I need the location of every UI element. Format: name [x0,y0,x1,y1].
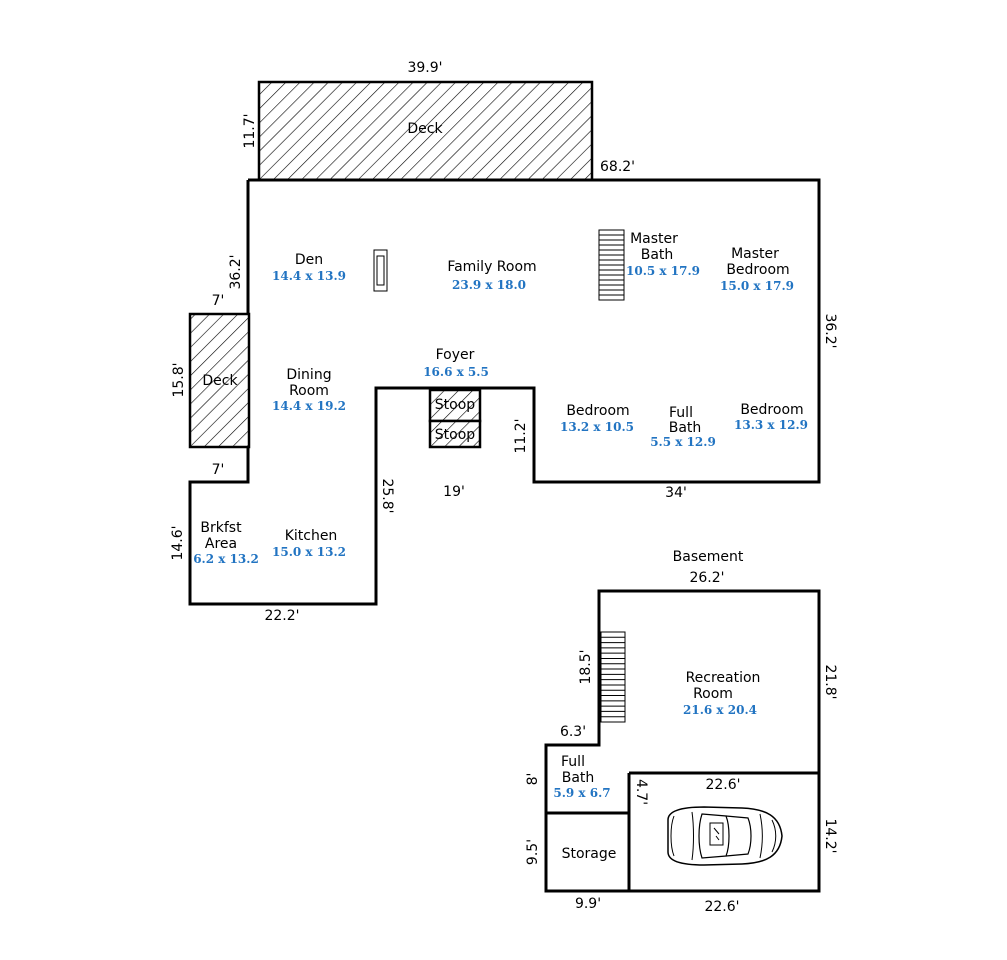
dim-deck-depth: 11.7' [242,113,258,148]
room-name-line2: Area [205,536,237,552]
room-size: 13.3 x 12.9 [734,418,808,432]
stairs-basement-icon [600,631,626,723]
basement-title: Basement [673,549,744,565]
dim-left-upper: 36.2' [228,254,244,289]
stoop-lower [428,419,482,449]
room-size: 5.9 x 6.7 [553,786,610,800]
room-name-line2: Bath [669,420,702,436]
room-size: 10.5 x 17.9 [626,264,700,278]
fireplace-inner-icon [376,255,385,286]
dim-storage-side: 9.5' [525,839,541,865]
dim-deck-width: 39.9' [407,60,442,76]
room-size: 6.2 x 13.2 [193,552,259,566]
room-name: Den [295,252,323,268]
dim-side-deck-top: 7' [212,293,225,309]
room-name: Family Room [447,259,536,275]
dim-brkfst-side: 14.6' [170,525,186,560]
dim-step: 6.3' [560,724,586,740]
dim-right-side: 36.2' [822,313,838,348]
dim-garage-top: 22.6' [705,777,740,793]
dim-bottom-left: 22.2' [264,608,299,624]
deck-side [188,312,251,449]
room-name: Bedroom [566,403,629,419]
room-size: 13.2 x 10.5 [560,420,634,434]
dim-kitchen-right: 25.8' [379,478,395,513]
room-name-line2: Room [693,686,733,702]
room-name-line2: Bedroom [726,262,789,278]
room-name-line1: Recreation [686,670,761,686]
room-size: 5.5 x 12.9 [650,435,716,449]
room-name: Deck [202,373,238,389]
room-name-line1: Full [561,754,585,770]
room-size: 15.0 x 17.9 [720,279,794,293]
room-name: Storage [562,846,617,862]
room-name-line2: Room [289,383,329,399]
dim-top-right: 68.2' [600,159,635,175]
basement-outline [544,589,821,893]
basement-room-labels: Recreation Room 21.6 x 20.4 Full Bath 5.… [553,670,760,862]
room-name: Stoop [435,397,476,413]
room-name: Foyer [436,347,475,363]
room-name-line2: Bath [641,247,674,263]
deck-top [257,80,594,182]
room-name-line1: Master [731,246,779,262]
dim-garage-right: 14.2' [822,818,838,853]
room-name-line1: Dining [286,367,331,383]
car-icon [667,806,783,866]
room-name: Stoop [435,427,476,443]
dim-stair-side: 18.5' [578,649,594,684]
room-name: Kitchen [285,528,338,544]
room-size: 14.4 x 19.2 [272,399,346,413]
dim-foyer-bottom: 19' [443,484,465,500]
room-name-line1: Brkfst [200,520,242,536]
room-name: Deck [407,121,443,137]
dim-bath-side: 8' [525,773,541,786]
dim-foyer-right: 11.2' [513,418,529,453]
stairs-main-icon [598,229,625,301]
room-size: 23.9 x 18.0 [452,278,526,292]
main-floor [188,80,821,606]
dim-side-deck-depth: 15.8' [171,362,187,397]
room-size: 14.4 x 13.9 [272,269,346,283]
dim-basement-right-upper: 21.8' [822,664,838,699]
dim-garage-bottom: 22.6' [704,899,739,915]
basement-floor [544,589,821,893]
dim-basement-top: 26.2' [689,570,724,586]
dim-bottom-right: 34' [665,485,687,501]
room-size: 21.6 x 20.4 [683,703,757,717]
dim-storage-bottom: 9.9' [575,896,601,912]
main-room-labels: Deck Den 14.4 x 13.9 Family Room 23.9 x … [193,121,808,566]
dim-side-deck-bottom: 7' [212,462,225,478]
room-name-line1: Master [630,231,678,247]
room-size: 15.0 x 13.2 [272,545,346,559]
room-size: 16.6 x 5.5 [423,365,489,379]
dim-garage-inner: 4.7' [633,779,649,805]
room-name: Bedroom [740,402,803,418]
room-name-line1: Full [669,405,693,421]
main-floor-outline [188,178,821,606]
room-name-line2: Bath [562,770,595,786]
